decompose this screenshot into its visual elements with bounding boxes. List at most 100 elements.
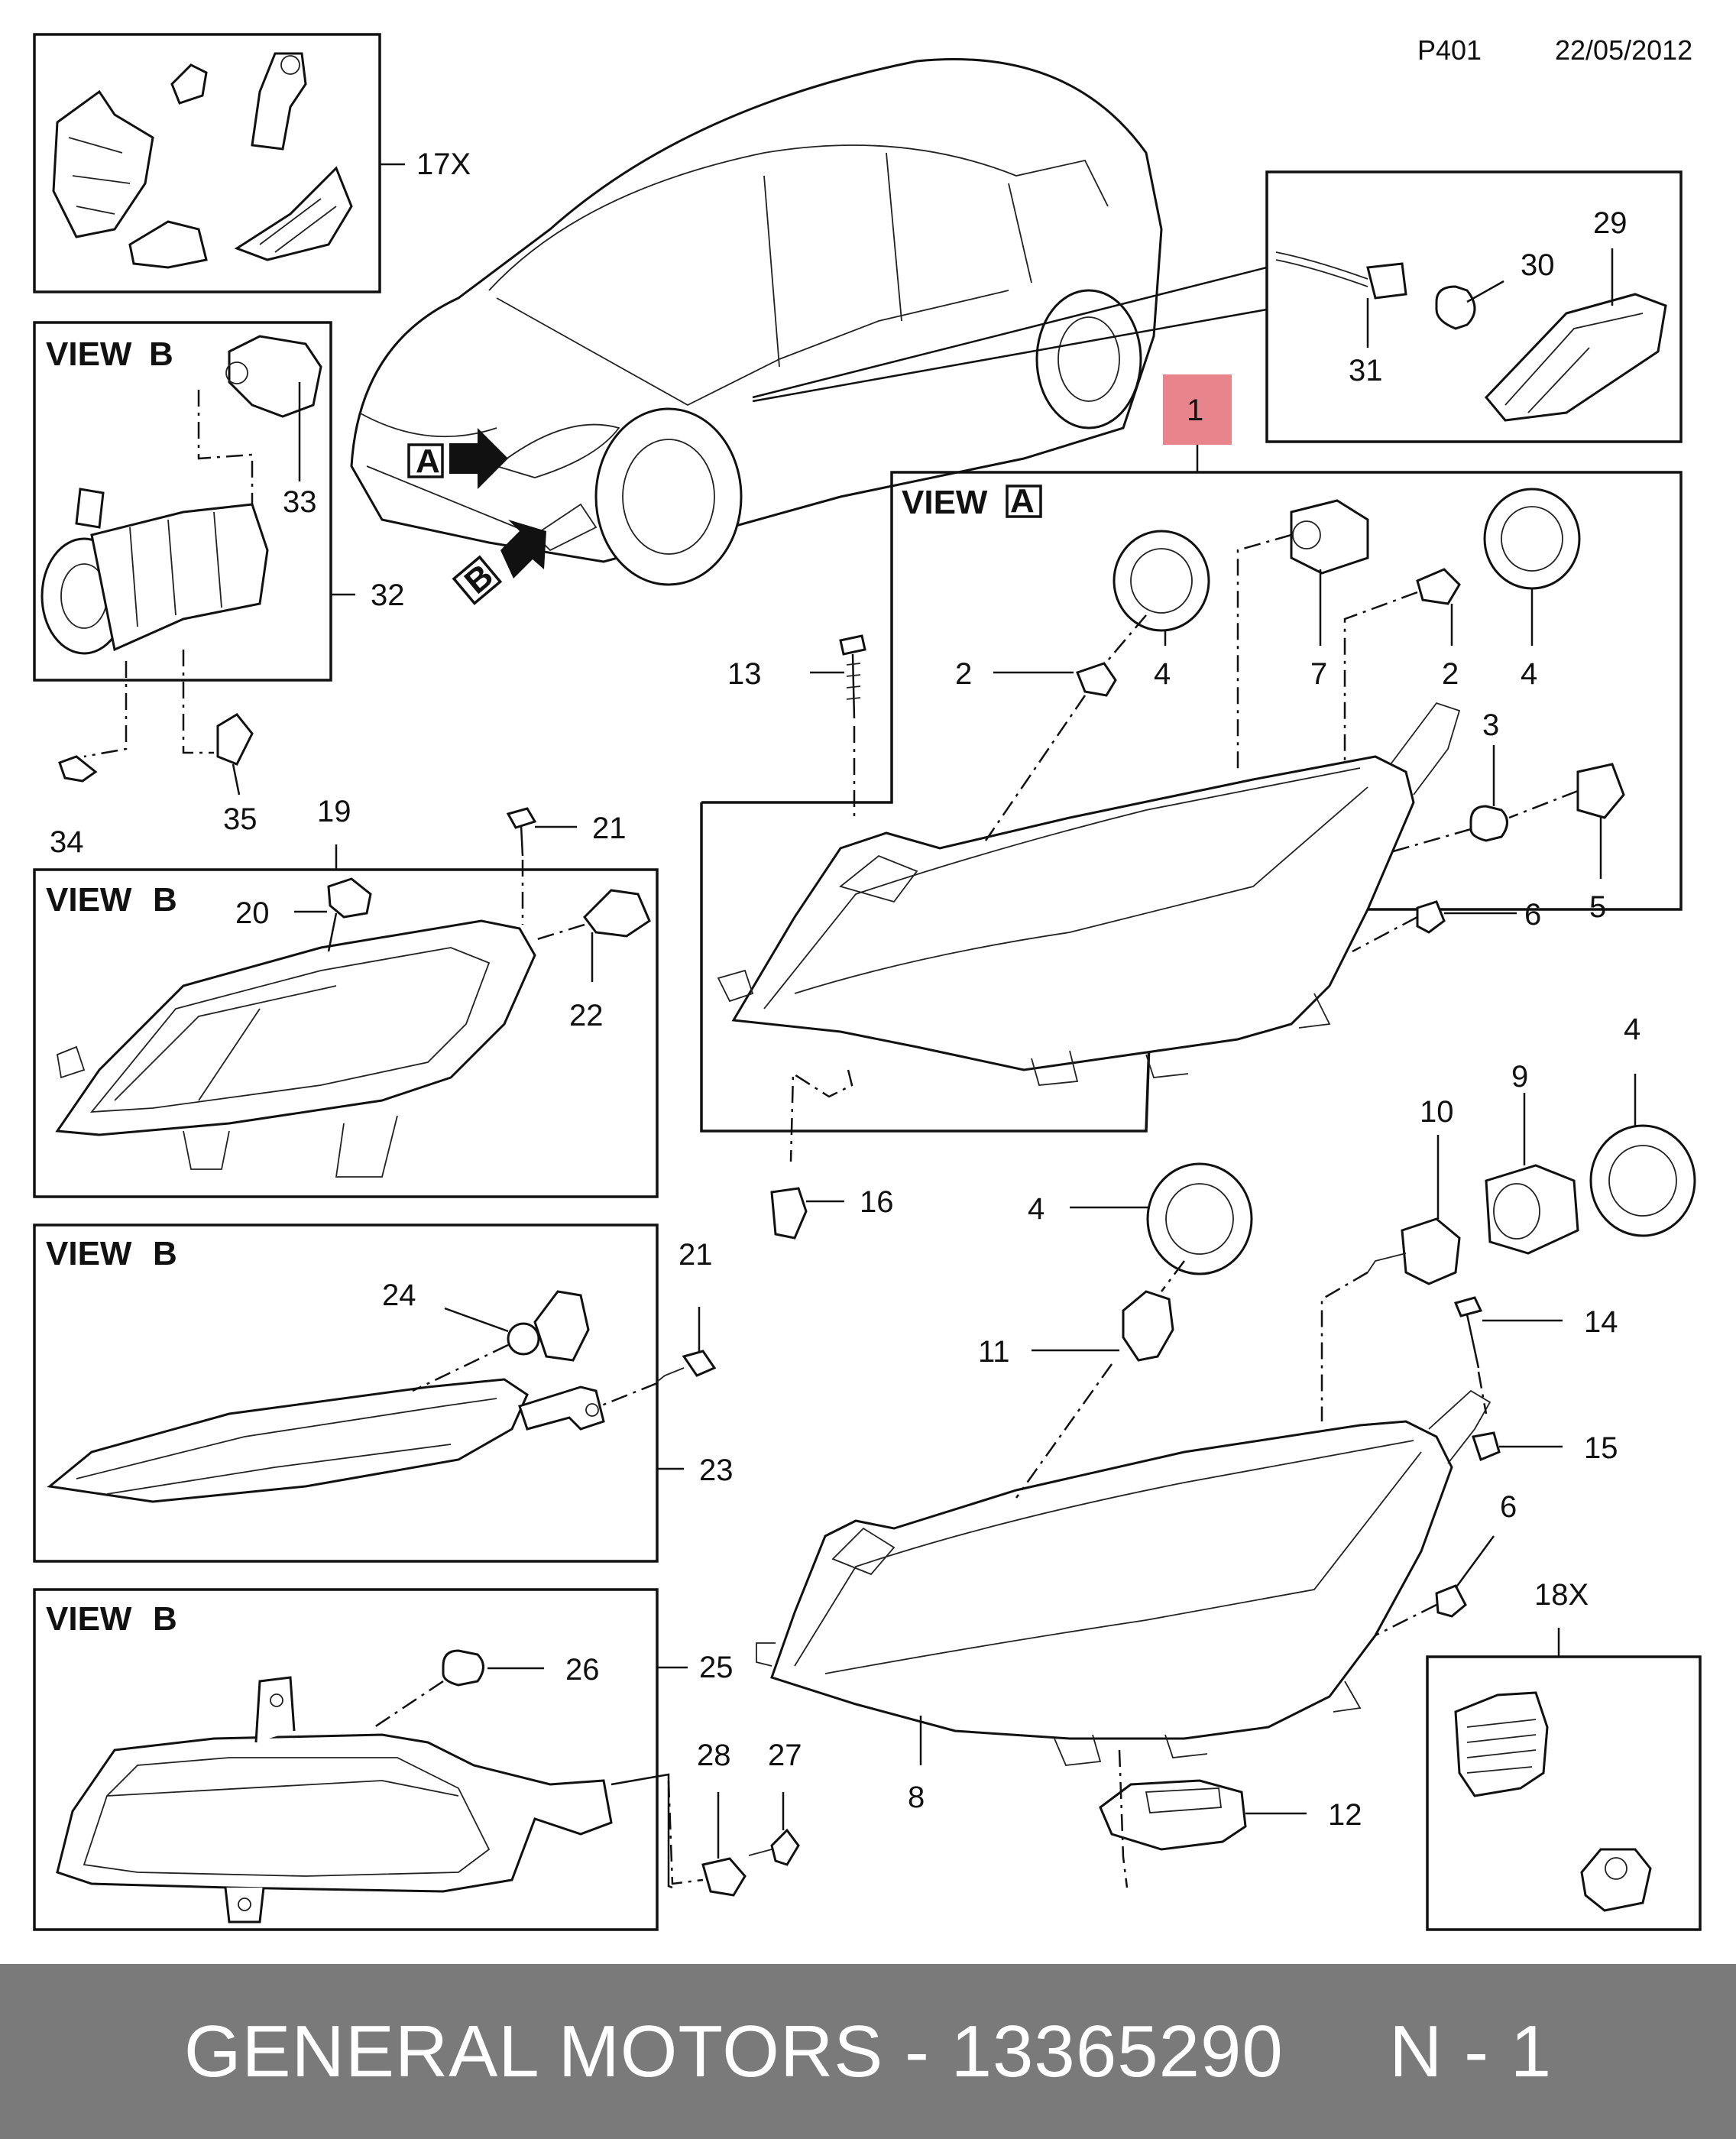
bulb-10 (1401, 1217, 1461, 1285)
footer-separator: - (883, 2010, 951, 2092)
bulb-7 (1290, 499, 1369, 575)
callout-12: 12 (1328, 1798, 1362, 1832)
callout-17x: 17X (416, 147, 471, 181)
screw-27 (770, 1828, 800, 1866)
callout-1: 1 (1187, 394, 1203, 427)
clip-35 (216, 713, 254, 766)
callout-14: 14 (1584, 1305, 1618, 1339)
car-marker-a: A (416, 442, 440, 480)
callout-34: 34 (50, 825, 84, 859)
clip-28 (701, 1857, 747, 1897)
callout-22: 22 (569, 999, 604, 1032)
car-body (350, 58, 1163, 563)
callout-29: 29 (1593, 206, 1628, 240)
callout-35: 35 (223, 802, 257, 836)
callout-15: 15 (1584, 1431, 1618, 1465)
bulb-24 (507, 1322, 540, 1356)
igniter-9 (1485, 1164, 1579, 1255)
bulb-3 (1469, 805, 1508, 842)
callout-6-lower: 6 (1500, 1490, 1517, 1524)
diagram-date: 22/05/2012 (1555, 34, 1692, 66)
view-b-letter-4: B (153, 1600, 177, 1638)
cap-4-right (1483, 488, 1581, 590)
callout-2-left: 2 (955, 657, 972, 691)
car-marker-b: B (458, 557, 500, 601)
callout-24: 24 (382, 1279, 416, 1312)
bracket-18x (1454, 1691, 1549, 1797)
headlamp-8 (770, 1420, 1453, 1740)
nut-15 (1472, 1431, 1501, 1462)
view-b-label-4: VIEW (46, 1600, 132, 1638)
callout-5: 5 (1589, 890, 1606, 924)
highlight-callout-1 (1163, 374, 1232, 445)
headlamp-assembly-lower (756, 1389, 1491, 1766)
bulb-26 (442, 1649, 484, 1687)
socket-5 (1576, 763, 1625, 819)
callout-9: 9 (1511, 1060, 1528, 1094)
page-code: P401 (1417, 34, 1482, 66)
bulb-11 (1122, 1290, 1174, 1362)
drl-23 (47, 1378, 529, 1503)
view-b-letter-3: B (153, 1235, 177, 1272)
footer-brand: GENERAL MOTORS (183, 2010, 884, 2092)
cap-4-left (1113, 530, 1210, 632)
callout-16: 16 (860, 1185, 894, 1219)
callout-27: 27 (768, 1739, 802, 1772)
callout-4-lower-left: 4 (1028, 1192, 1045, 1226)
bulb-33 (228, 335, 322, 418)
callout-20: 20 (235, 896, 270, 930)
view-b-label-3: VIEW (46, 1235, 132, 1272)
callout-4-left: 4 (1154, 657, 1171, 691)
view-a-letter: A (1010, 482, 1035, 520)
callout-18x: 18X (1534, 1578, 1589, 1612)
callout-4-lower-right: 4 (1624, 1013, 1640, 1046)
view-b-label-2: VIEW (46, 881, 132, 919)
callout-25: 25 (699, 1651, 734, 1684)
view-b-letter-1: B (149, 335, 173, 373)
view-b-fog-cover-box: VIEW B 20 22 (33, 868, 659, 1198)
view-a-headlamp-box: VIEW A (700, 471, 1683, 1133)
view-b-drl-box: VIEW B 24 (33, 1223, 659, 1563)
fog-trim-25 (56, 1733, 613, 1893)
clip-6-lower (1435, 1584, 1467, 1618)
view-b-label-1: VIEW (46, 335, 132, 373)
callout-11: 11 (978, 1335, 1010, 1369)
callout-13: 13 (727, 657, 762, 691)
screw-14 (1453, 1296, 1483, 1317)
view-b-trim-box: VIEW B 26 (33, 1588, 659, 1931)
screw-21-upper (506, 807, 537, 829)
car-overview: A B (350, 58, 1268, 605)
callout-7: 7 (1310, 657, 1327, 691)
side-marker-29 (1484, 293, 1667, 422)
footer-part-number: 13365290 (951, 2010, 1284, 2092)
callout-4-right: 4 (1521, 657, 1537, 691)
screw-21-lower (682, 1350, 717, 1377)
view-b-letter-2: B (153, 881, 177, 919)
fog-cover-19 (55, 919, 536, 1136)
callout-10: 10 (1420, 1095, 1454, 1129)
ballast-12 (1099, 1779, 1247, 1851)
socket-31 (1366, 262, 1407, 300)
bulb-2-right (1416, 568, 1461, 605)
callout-33: 33 (283, 485, 317, 519)
callout-8: 8 (908, 1781, 925, 1814)
box-17x-clips: 17X (33, 33, 471, 293)
callout-28: 28 (697, 1739, 731, 1772)
bulb-30 (1435, 285, 1476, 330)
bulb-2-left (1076, 662, 1117, 697)
footer-suffix: N - 1 (1389, 2010, 1553, 2092)
footer-bar: GENERAL MOTORS - 13365290 N - 1 (0, 1964, 1736, 2139)
clip-6-upper (1416, 900, 1446, 934)
callout-3: 3 (1482, 708, 1499, 742)
side-marker-box: 31 30 29 (1265, 170, 1683, 443)
bracket-part (52, 89, 154, 238)
cap-4-lower-left (1146, 1162, 1253, 1275)
cap-4-lower-right (1589, 1124, 1696, 1237)
callout-19: 19 (317, 795, 351, 828)
parts-diagram: P401 22/05/2012 17X VIEW B 33 (33, 33, 1702, 1931)
bulb-22 (583, 889, 651, 938)
callout-32: 32 (371, 579, 405, 612)
screw-13 (839, 634, 866, 656)
clip-16 (770, 1187, 808, 1240)
callout-30: 30 (1521, 248, 1555, 282)
